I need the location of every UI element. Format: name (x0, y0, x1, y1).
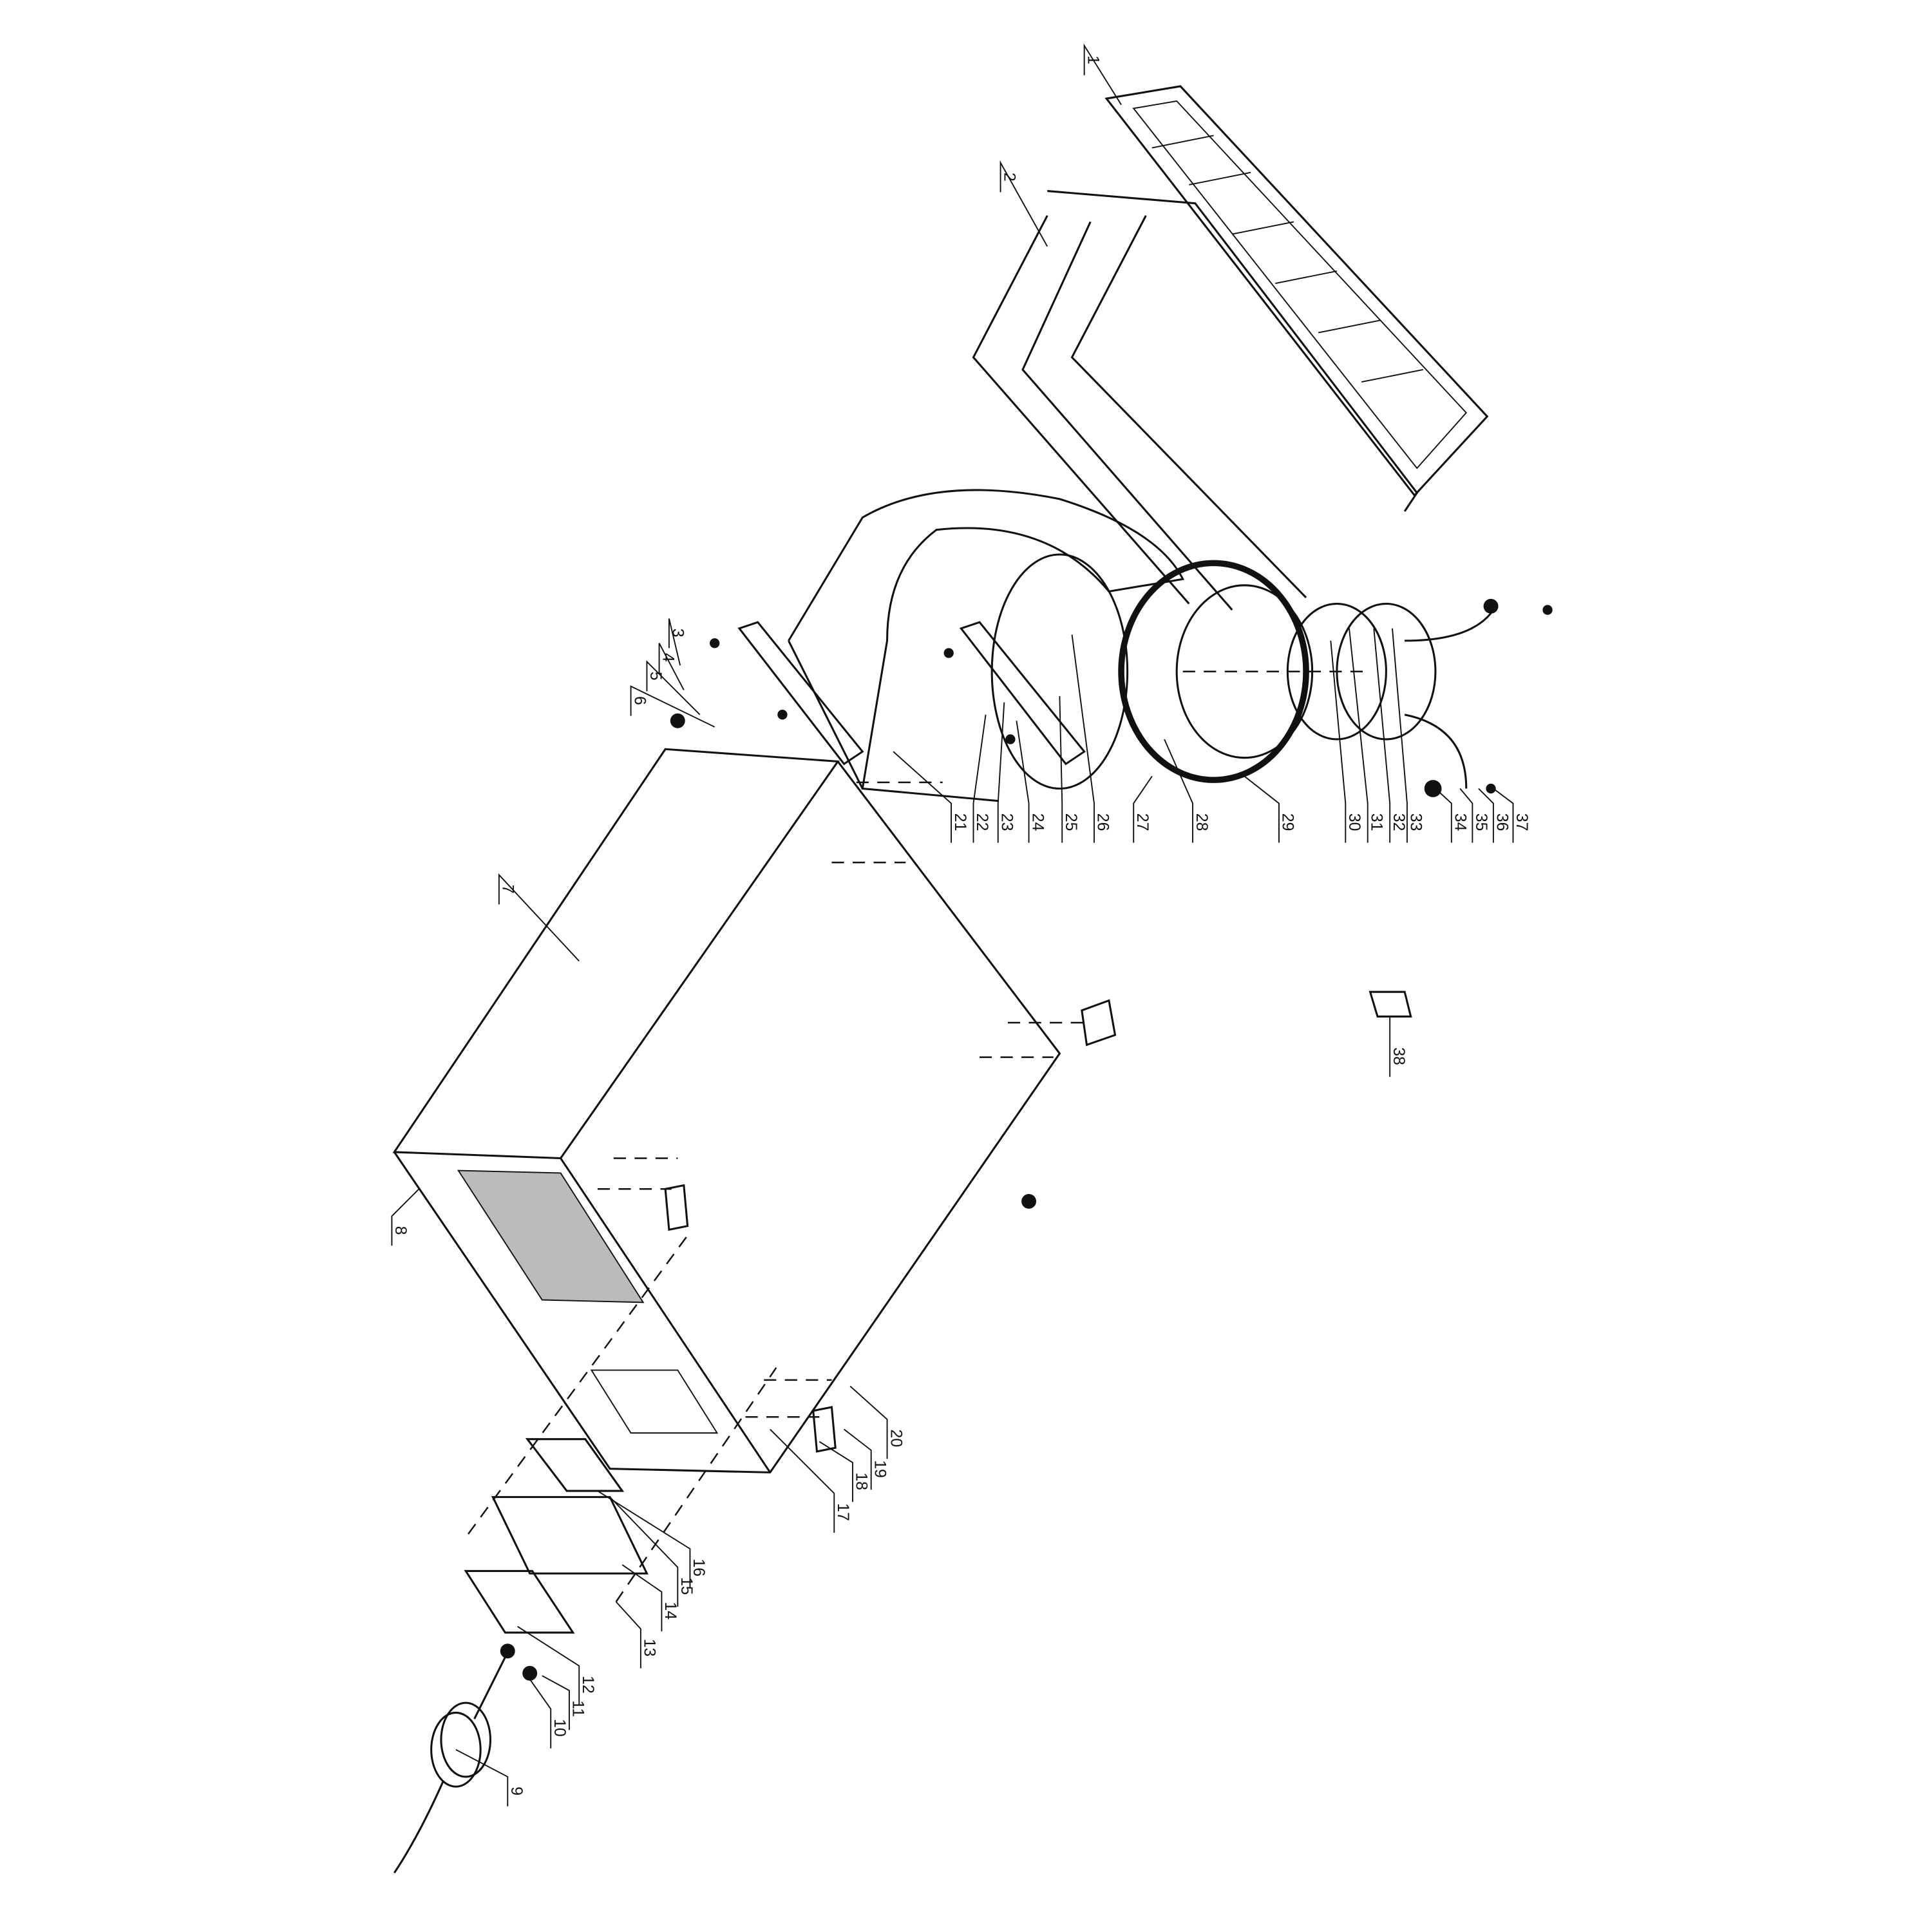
leader-line (1244, 775, 1280, 843)
part-label-32: 32 (1390, 813, 1408, 831)
leader-line (668, 618, 681, 666)
part-label-35: 35 (1472, 813, 1490, 831)
part-label-25: 25 (1062, 813, 1080, 831)
part-label-22: 22 (973, 813, 991, 831)
part-label-20: 20 (887, 1429, 905, 1447)
part-label-2: 2 (1000, 173, 1018, 182)
leader-line (1478, 788, 1494, 843)
part-label-6: 6 (630, 696, 649, 705)
leader-line (1059, 696, 1063, 843)
leader-line (517, 1625, 580, 1705)
part-label-34: 34 (1452, 813, 1470, 831)
part-label-27: 27 (1133, 813, 1151, 831)
main-casing (392, 748, 1061, 1473)
leader-line (1164, 739, 1193, 843)
leader-line (849, 1385, 888, 1459)
part-label-36: 36 (1493, 813, 1511, 831)
part-label-9: 9 (507, 1786, 526, 1795)
part-label-19: 19 (871, 1460, 889, 1478)
blower-wheel (1118, 560, 1368, 783)
leader-line (999, 160, 1048, 247)
power-cable (393, 1643, 538, 1874)
part-label-7: 7 (499, 885, 517, 894)
leader-line (597, 1490, 691, 1589)
leader-line (542, 1675, 570, 1730)
part-label-18: 18 (853, 1472, 871, 1490)
part-label-29: 29 (1279, 813, 1297, 831)
part-label-8: 8 (392, 1226, 410, 1235)
part-label-4: 4 (659, 653, 677, 662)
leader-line (1133, 775, 1153, 843)
leader-line (498, 873, 580, 961)
part-label-14: 14 (661, 1602, 679, 1620)
leader-line (819, 1441, 853, 1502)
part-label-1: 1 (1084, 55, 1102, 64)
motor (1286, 598, 1553, 797)
leader-line (630, 685, 715, 728)
part-label-38: 38 (1390, 1047, 1408, 1065)
leader-line (455, 1748, 509, 1806)
leader-line (893, 751, 952, 843)
leader-line (527, 1675, 552, 1748)
leader-line (1392, 628, 1408, 843)
part-label-3: 3 (669, 629, 687, 638)
leader-line (1016, 721, 1030, 843)
leader-line (391, 1188, 420, 1246)
leader-line (1373, 628, 1391, 843)
part-label-5: 5 (647, 672, 665, 681)
leader-line (1435, 788, 1452, 843)
part-label-11: 11 (569, 1700, 587, 1717)
duct-frame (972, 190, 1419, 611)
part-label-23: 23 (998, 813, 1016, 831)
part-label-37: 37 (1513, 813, 1531, 831)
part-label-28: 28 (1193, 813, 1211, 831)
mounting-rails (710, 621, 1086, 766)
leader-line (1330, 640, 1347, 843)
part-label-30: 30 (1345, 813, 1363, 831)
part-label-15: 15 (677, 1577, 696, 1595)
leader-line (609, 1496, 679, 1607)
part-label-10: 10 (551, 1719, 569, 1737)
part-label-13: 13 (641, 1639, 659, 1657)
leader-line (615, 1601, 641, 1669)
control-panel (464, 1231, 777, 1634)
leader-line (770, 1428, 835, 1533)
part-label-26: 26 (1094, 813, 1112, 831)
leader-line (1349, 628, 1368, 843)
leader-line (1071, 634, 1095, 843)
part-label-24: 24 (1028, 813, 1046, 831)
leader-line (972, 714, 987, 843)
filter-panel (1104, 85, 1489, 497)
part-label-12: 12 (579, 1676, 597, 1694)
part-label-33: 33 (1407, 813, 1425, 831)
part-label-31: 31 (1367, 813, 1385, 831)
part-label-16: 16 (690, 1558, 708, 1577)
leader-line (646, 660, 701, 715)
leader-line (844, 1428, 872, 1490)
part-label-17: 17 (834, 1503, 852, 1521)
leader-line (1493, 788, 1514, 843)
leader-line (658, 643, 685, 690)
blower-housing (788, 489, 1185, 802)
leader-line (1083, 43, 1122, 106)
leader-line (1459, 788, 1473, 843)
leader-line (621, 1564, 663, 1632)
leader-line (997, 702, 1005, 843)
part-label-21: 21 (951, 813, 969, 831)
